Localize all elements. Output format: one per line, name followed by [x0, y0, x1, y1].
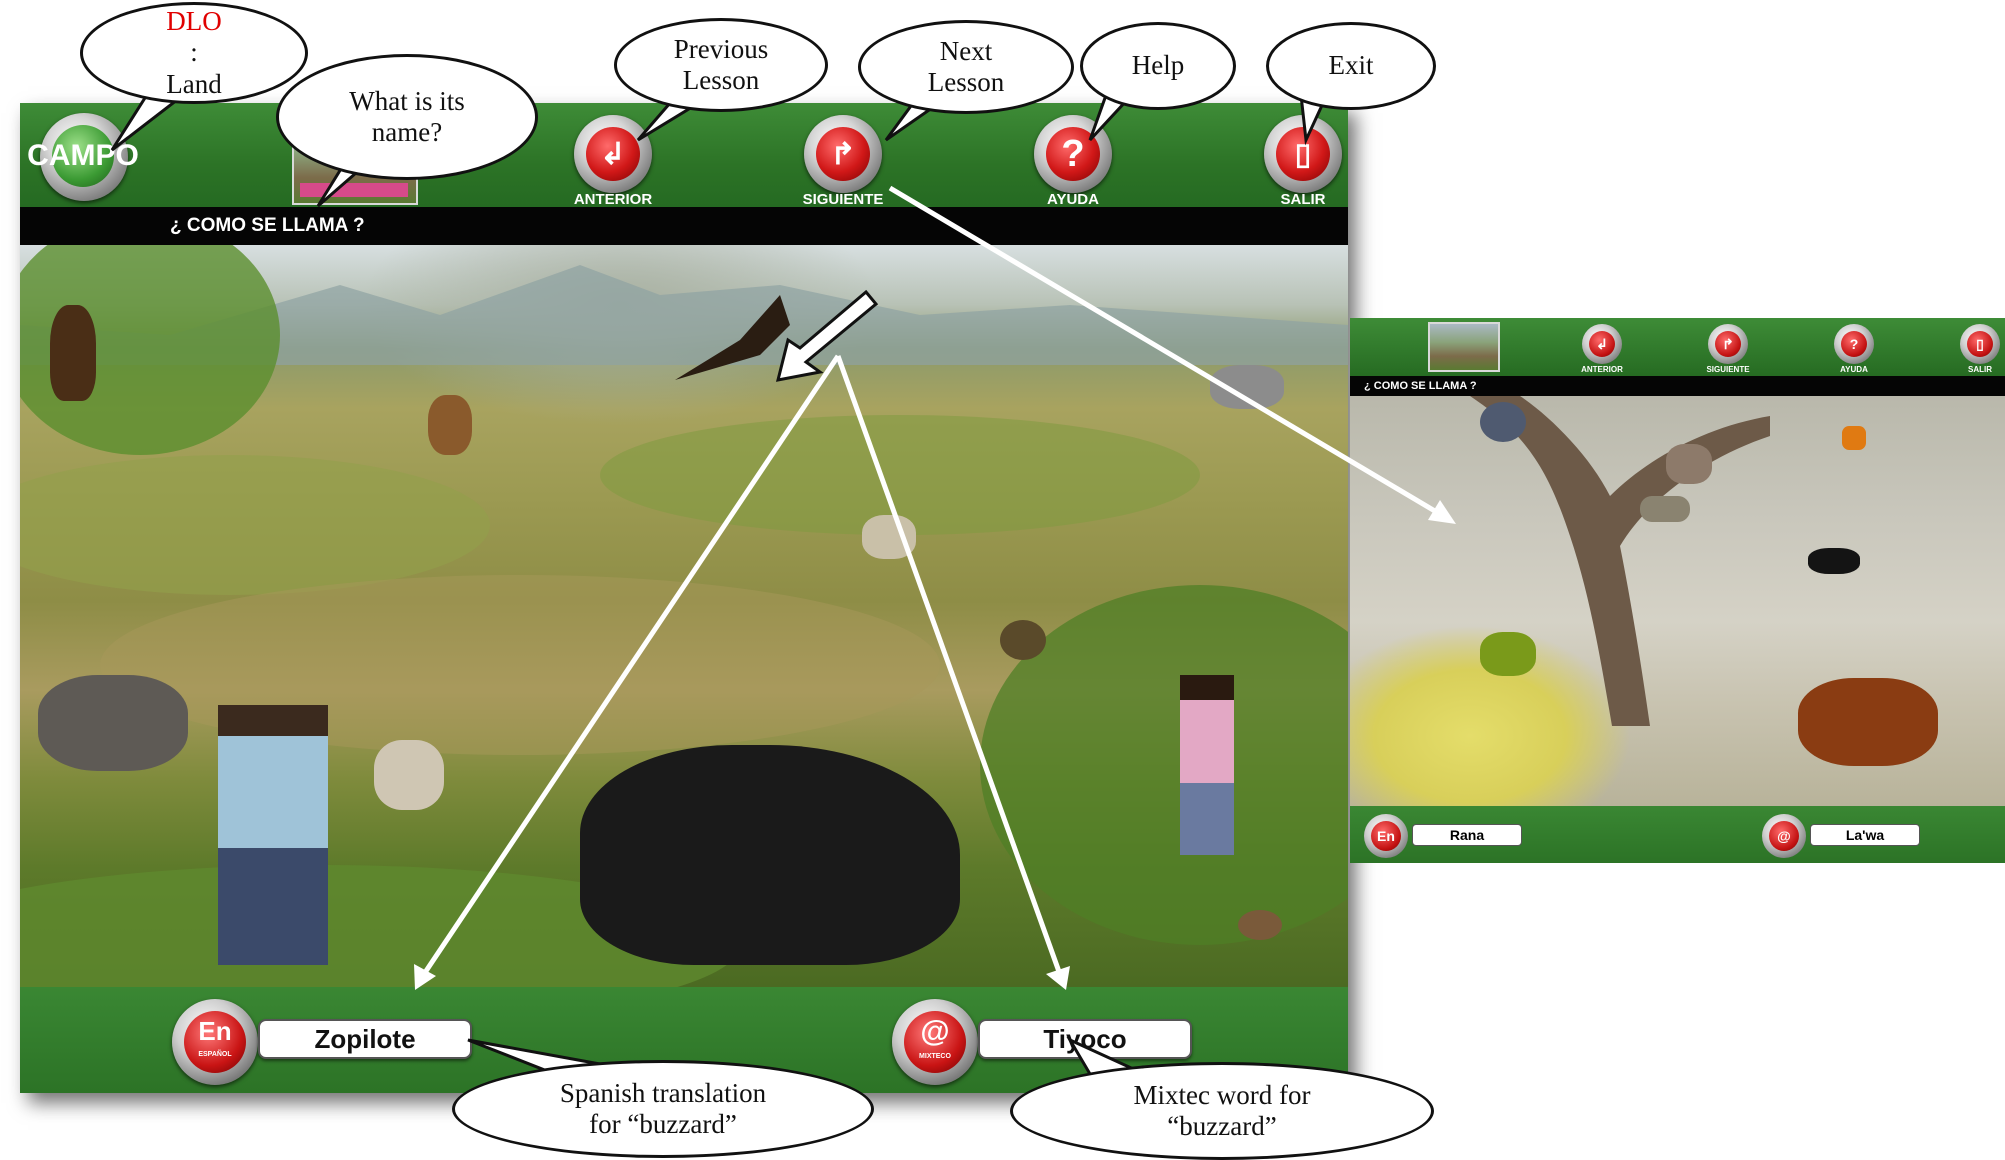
- campo-label: CAMPO: [27, 139, 139, 172]
- spanish-audio-button[interactable]: En ESPAÑOL: [172, 999, 258, 1085]
- pond-backdrop: [1470, 396, 1770, 726]
- donkey[interactable]: [38, 675, 188, 771]
- goat[interactable]: [374, 740, 444, 810]
- previous-arrow-icon: ↲: [586, 127, 640, 181]
- secondary-siguiente-label: SIGUIENTE: [1706, 365, 1750, 374]
- mixtec-audio-button[interactable]: @ MIXTECO: [892, 999, 978, 1085]
- eagle[interactable]: [50, 305, 96, 401]
- siguiente-label: SIGUIENTE: [802, 191, 884, 208]
- previous-lesson-button[interactable]: ↲: [574, 115, 652, 193]
- mixtec-line1: Mixtec word for: [1133, 1079, 1311, 1110]
- secondary-next-button[interactable]: ↱: [1708, 324, 1748, 364]
- next-line1: Next: [939, 35, 993, 66]
- name-line1: What is its: [349, 85, 465, 116]
- door-icon: ▯: [1276, 127, 1330, 181]
- mixtec-word-bubble: Mixtec word for“buzzard”: [1010, 1062, 1434, 1160]
- next-lesson-window: ↲ ANTERIOR ↱ SIGUIENTE ? AYUDA ▯ SALIR ¿…: [1350, 318, 2005, 863]
- salir-label: SALIR: [1280, 191, 1326, 208]
- pond-scene: [1350, 396, 2005, 806]
- campo-button[interactable]: CAMPO: [27, 113, 139, 201]
- pigeon[interactable]: [1480, 402, 1526, 442]
- dog[interactable]: [1798, 678, 1938, 766]
- farmer-boy[interactable]: [218, 705, 328, 965]
- spanish-line1: Spanish translation: [559, 1077, 767, 1108]
- mixtec-icon-sub: MIXTECO: [919, 1053, 951, 1060]
- help-bubble: Help: [1080, 22, 1236, 110]
- oxen[interactable]: [580, 745, 960, 965]
- thumbnail-strip: [300, 183, 408, 197]
- question-mark-icon: ?: [1046, 127, 1100, 181]
- mixtec-spiral-icon: @: [1769, 821, 1799, 851]
- prev-line2: Lesson: [682, 65, 760, 95]
- name-line2: name?: [371, 117, 443, 147]
- top-toolbar: CAMPO ↲ ANTERIOR ↱ SIGUIENTE ? AYUDA ▯ S…: [20, 103, 1348, 208]
- dlo-bubble: DLO: Land: [80, 2, 308, 104]
- campo-icon: CAMPO: [27, 125, 139, 187]
- buzzard[interactable]: [670, 285, 820, 385]
- spanish-word: Zopilote: [258, 1019, 472, 1059]
- next-lesson-button[interactable]: ↱: [804, 115, 882, 193]
- dlo-prefix: DLO: [166, 6, 222, 37]
- coyote[interactable]: [1666, 444, 1712, 484]
- secondary-salir-label: SALIR: [1968, 365, 1992, 374]
- exit-button[interactable]: ▯: [1264, 115, 1342, 193]
- secondary-toolbar: ↲ ANTERIOR ↱ SIGUIENTE ? AYUDA ▯ SALIR: [1350, 318, 2005, 376]
- exit-text: Exit: [1328, 50, 1374, 81]
- mixtec-line2: “buzzard”: [1167, 1111, 1277, 1141]
- rabbit[interactable]: [1238, 910, 1282, 940]
- help-text: Help: [1131, 50, 1185, 81]
- anterior-label: ANTERIOR: [573, 191, 653, 208]
- secondary-spanish-word: Rana: [1412, 824, 1522, 846]
- secondary-word-bar: En Rana @ La'wa: [1350, 806, 2005, 863]
- girl[interactable]: [1180, 675, 1234, 855]
- deer[interactable]: [428, 395, 472, 455]
- spanish-icon-text: En: [198, 1016, 232, 1046]
- previous-arrow-icon: ↲: [1589, 331, 1615, 357]
- ayuda-label: AYUDA: [1047, 191, 1099, 208]
- secondary-lesson-thumbnail[interactable]: [1428, 322, 1500, 372]
- dlo-colon: :: [190, 37, 198, 68]
- skunk[interactable]: [1808, 548, 1860, 574]
- page-title: ¿ COMO SE LLAMA ?: [20, 207, 1348, 245]
- wolf[interactable]: [1210, 365, 1284, 409]
- secondary-spanish-audio-button[interactable]: En: [1364, 814, 1408, 858]
- mixtec-word: Tiyoco: [978, 1019, 1192, 1059]
- dlo-value: Land: [166, 68, 222, 99]
- secondary-help-button[interactable]: ?: [1834, 324, 1874, 364]
- prev-line1: Previous: [673, 33, 769, 64]
- spanish-icon-sub: ESPAÑOL: [198, 1051, 232, 1058]
- snake[interactable]: [1000, 620, 1046, 660]
- main-app-window: CAMPO ↲ ANTERIOR ↱ SIGUIENTE ? AYUDA ▯ S…: [20, 103, 1348, 1093]
- secondary-exit-button[interactable]: ▯: [1960, 324, 2000, 364]
- exit-bubble: Exit: [1266, 22, 1436, 110]
- land-scene: [20, 245, 1348, 987]
- frog[interactable]: [1480, 632, 1536, 676]
- spanish-line2: for “buzzard”: [589, 1109, 737, 1139]
- secondary-ayuda-label: AYUDA: [1840, 365, 1868, 374]
- next-arrow-icon: ↱: [816, 127, 870, 181]
- secondary-mixtec-word: La'wa: [1810, 824, 1920, 846]
- mixtec-spiral-icon: @ MIXTECO: [904, 1011, 966, 1073]
- spanish-flag-icon: En ESPAÑOL: [184, 1011, 246, 1073]
- next-arrow-icon: ↱: [1715, 331, 1741, 357]
- secondary-mixtec-audio-button[interactable]: @: [1762, 814, 1806, 858]
- butterfly[interactable]: [1842, 426, 1866, 450]
- help-button[interactable]: ?: [1034, 115, 1112, 193]
- goat-distant[interactable]: [862, 515, 916, 559]
- door-icon: ▯: [1967, 331, 1993, 357]
- secondary-previous-button[interactable]: ↲: [1582, 324, 1622, 364]
- next-line2: Lesson: [927, 67, 1005, 97]
- secondary-anterior-label: ANTERIOR: [1581, 365, 1623, 374]
- question-mark-icon: ?: [1841, 331, 1867, 357]
- spanish-flag-icon: En: [1371, 821, 1401, 851]
- secondary-page-title: ¿ COMO SE LLAMA ?: [1350, 376, 2005, 396]
